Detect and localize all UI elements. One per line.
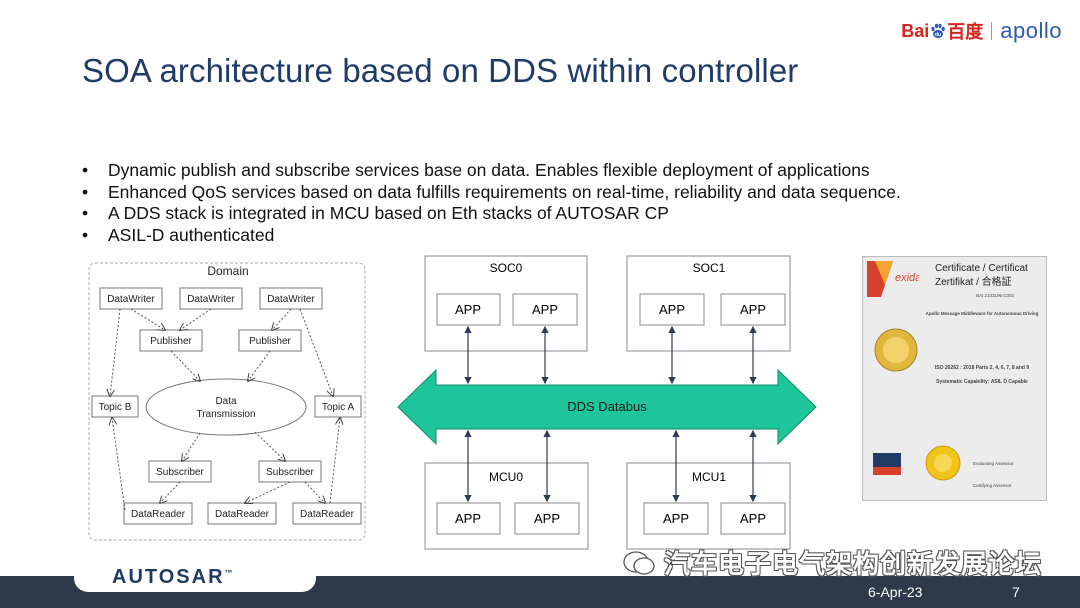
app-box [436, 502, 501, 535]
certificate-heading: Certificate / Certificat Zertifikat / 合格… [935, 262, 1028, 290]
publisher-label: Publisher [150, 336, 192, 347]
autosar-logo: AUTOSAR™ [112, 566, 233, 588]
certificate-number: BAI 2103196 C002 [975, 293, 1015, 298]
domain-connectors [110, 308, 340, 511]
app-label: APP [534, 511, 560, 526]
certificate-product: Apollo Message Middleware for Autonomous… [925, 311, 1039, 316]
bullet-item: Enhanced QoS services based on data fulf… [82, 182, 901, 204]
certification-seal-icon [874, 328, 918, 372]
app-box [512, 293, 578, 326]
certificate-standard: ISO 26262 : 2018 Parts 2, 4, 6, 7, 8 and… [934, 365, 1030, 371]
evaluating-assessor: Evaluating Assessor [973, 461, 1014, 466]
app-box [720, 293, 786, 326]
topic-b-label: Topic B [99, 402, 132, 413]
slide-date: 6-Apr-23 [868, 584, 923, 600]
app-label: APP [455, 302, 481, 317]
datawriter-label: DataWriter [267, 294, 315, 305]
certificate-capability: Systematic Capability: ASIL D Capable [936, 379, 1028, 385]
brand-divider [991, 22, 993, 40]
mcu0-label: MCU0 [489, 470, 523, 484]
soc0-label: SOC0 [490, 261, 523, 275]
bullet-item: ASIL-D authenticated [82, 225, 901, 247]
wechat-icon [623, 550, 655, 575]
certificate-gold-seal-icon [925, 445, 961, 481]
datareader-label: DataReader [131, 509, 186, 520]
certificate-heading-1: Certificate / Certificat [935, 263, 1028, 274]
app-label: APP [740, 511, 766, 526]
app-label: APP [663, 511, 689, 526]
app-label: APP [659, 302, 685, 317]
datawriter-label: DataWriter [187, 294, 235, 305]
topic-a-label: Topic A [322, 402, 355, 413]
certifying-assessor: Certifying Assessor [973, 483, 1012, 488]
anab-logo [873, 453, 901, 475]
app-box [514, 502, 580, 535]
certificate-heading-2: Zertifikat / 合格証 [935, 277, 1012, 288]
app-box [643, 502, 709, 535]
slide-title: SOA architecture based on DDS within con… [82, 52, 799, 89]
watermark: 汽车电子电气架构创新发展论坛 [622, 544, 1042, 581]
slide-number: 7 [1012, 584, 1020, 600]
apollo-logo: apollo [1000, 18, 1062, 43]
bullet-item: Dynamic publish and subscribe services b… [82, 160, 901, 182]
data-transmission-label: Transmission [196, 409, 255, 420]
subscriber-label: Subscriber [156, 467, 204, 478]
subscriber-label: Subscriber [266, 467, 314, 478]
baidu-paw-icon: du [931, 23, 946, 38]
app-box [720, 502, 786, 535]
app-bus-connectors [464, 325, 757, 503]
baidu-logo-right: 百度 [947, 22, 984, 42]
datawriter-label: DataWriter [107, 294, 155, 305]
exida-logo: exida [867, 261, 919, 297]
mcu1-label: MCU1 [692, 470, 726, 484]
domain-title: Domain [207, 264, 248, 278]
footer-logo-area [74, 560, 316, 592]
bullet-item: A DDS stack is integrated in MCU based o… [82, 203, 901, 225]
baidu-logo-left: Bai [901, 20, 930, 41]
autosar-logo-text: AUTOSAR [112, 566, 225, 588]
data-transmission-label: Data [215, 396, 237, 407]
bullet-list: Dynamic publish and subscribe services b… [82, 160, 901, 246]
exida-logo-text: exida [895, 272, 919, 284]
baidu-logo: Bai du 百度 [901, 18, 983, 44]
datareader-box [207, 502, 277, 525]
dds-databus-label: DDS Databus [567, 399, 647, 414]
datareader-box [123, 502, 193, 525]
publisher-label: Publisher [249, 336, 291, 347]
datareader-label: DataReader [300, 509, 355, 520]
app-label: APP [455, 511, 481, 526]
svg-text:du: du [935, 32, 941, 38]
datareader-label: DataReader [215, 509, 270, 520]
soc1-label: SOC1 [693, 261, 726, 275]
watermark-text: 汽车电子电气架构创新发展论坛 [664, 549, 1043, 579]
dds-databus-arrow [397, 368, 817, 446]
data-transmission-ellipse [145, 378, 307, 436]
app-box [436, 293, 501, 326]
asil-certificate-image: exida Certificate / Certificat Zertifika… [862, 256, 1047, 501]
app-label: APP [740, 302, 766, 317]
datareader-box [292, 502, 362, 525]
brand-logos: Bai du 百度 apollo [901, 18, 1062, 44]
app-label: APP [532, 302, 558, 317]
app-box [639, 293, 705, 326]
